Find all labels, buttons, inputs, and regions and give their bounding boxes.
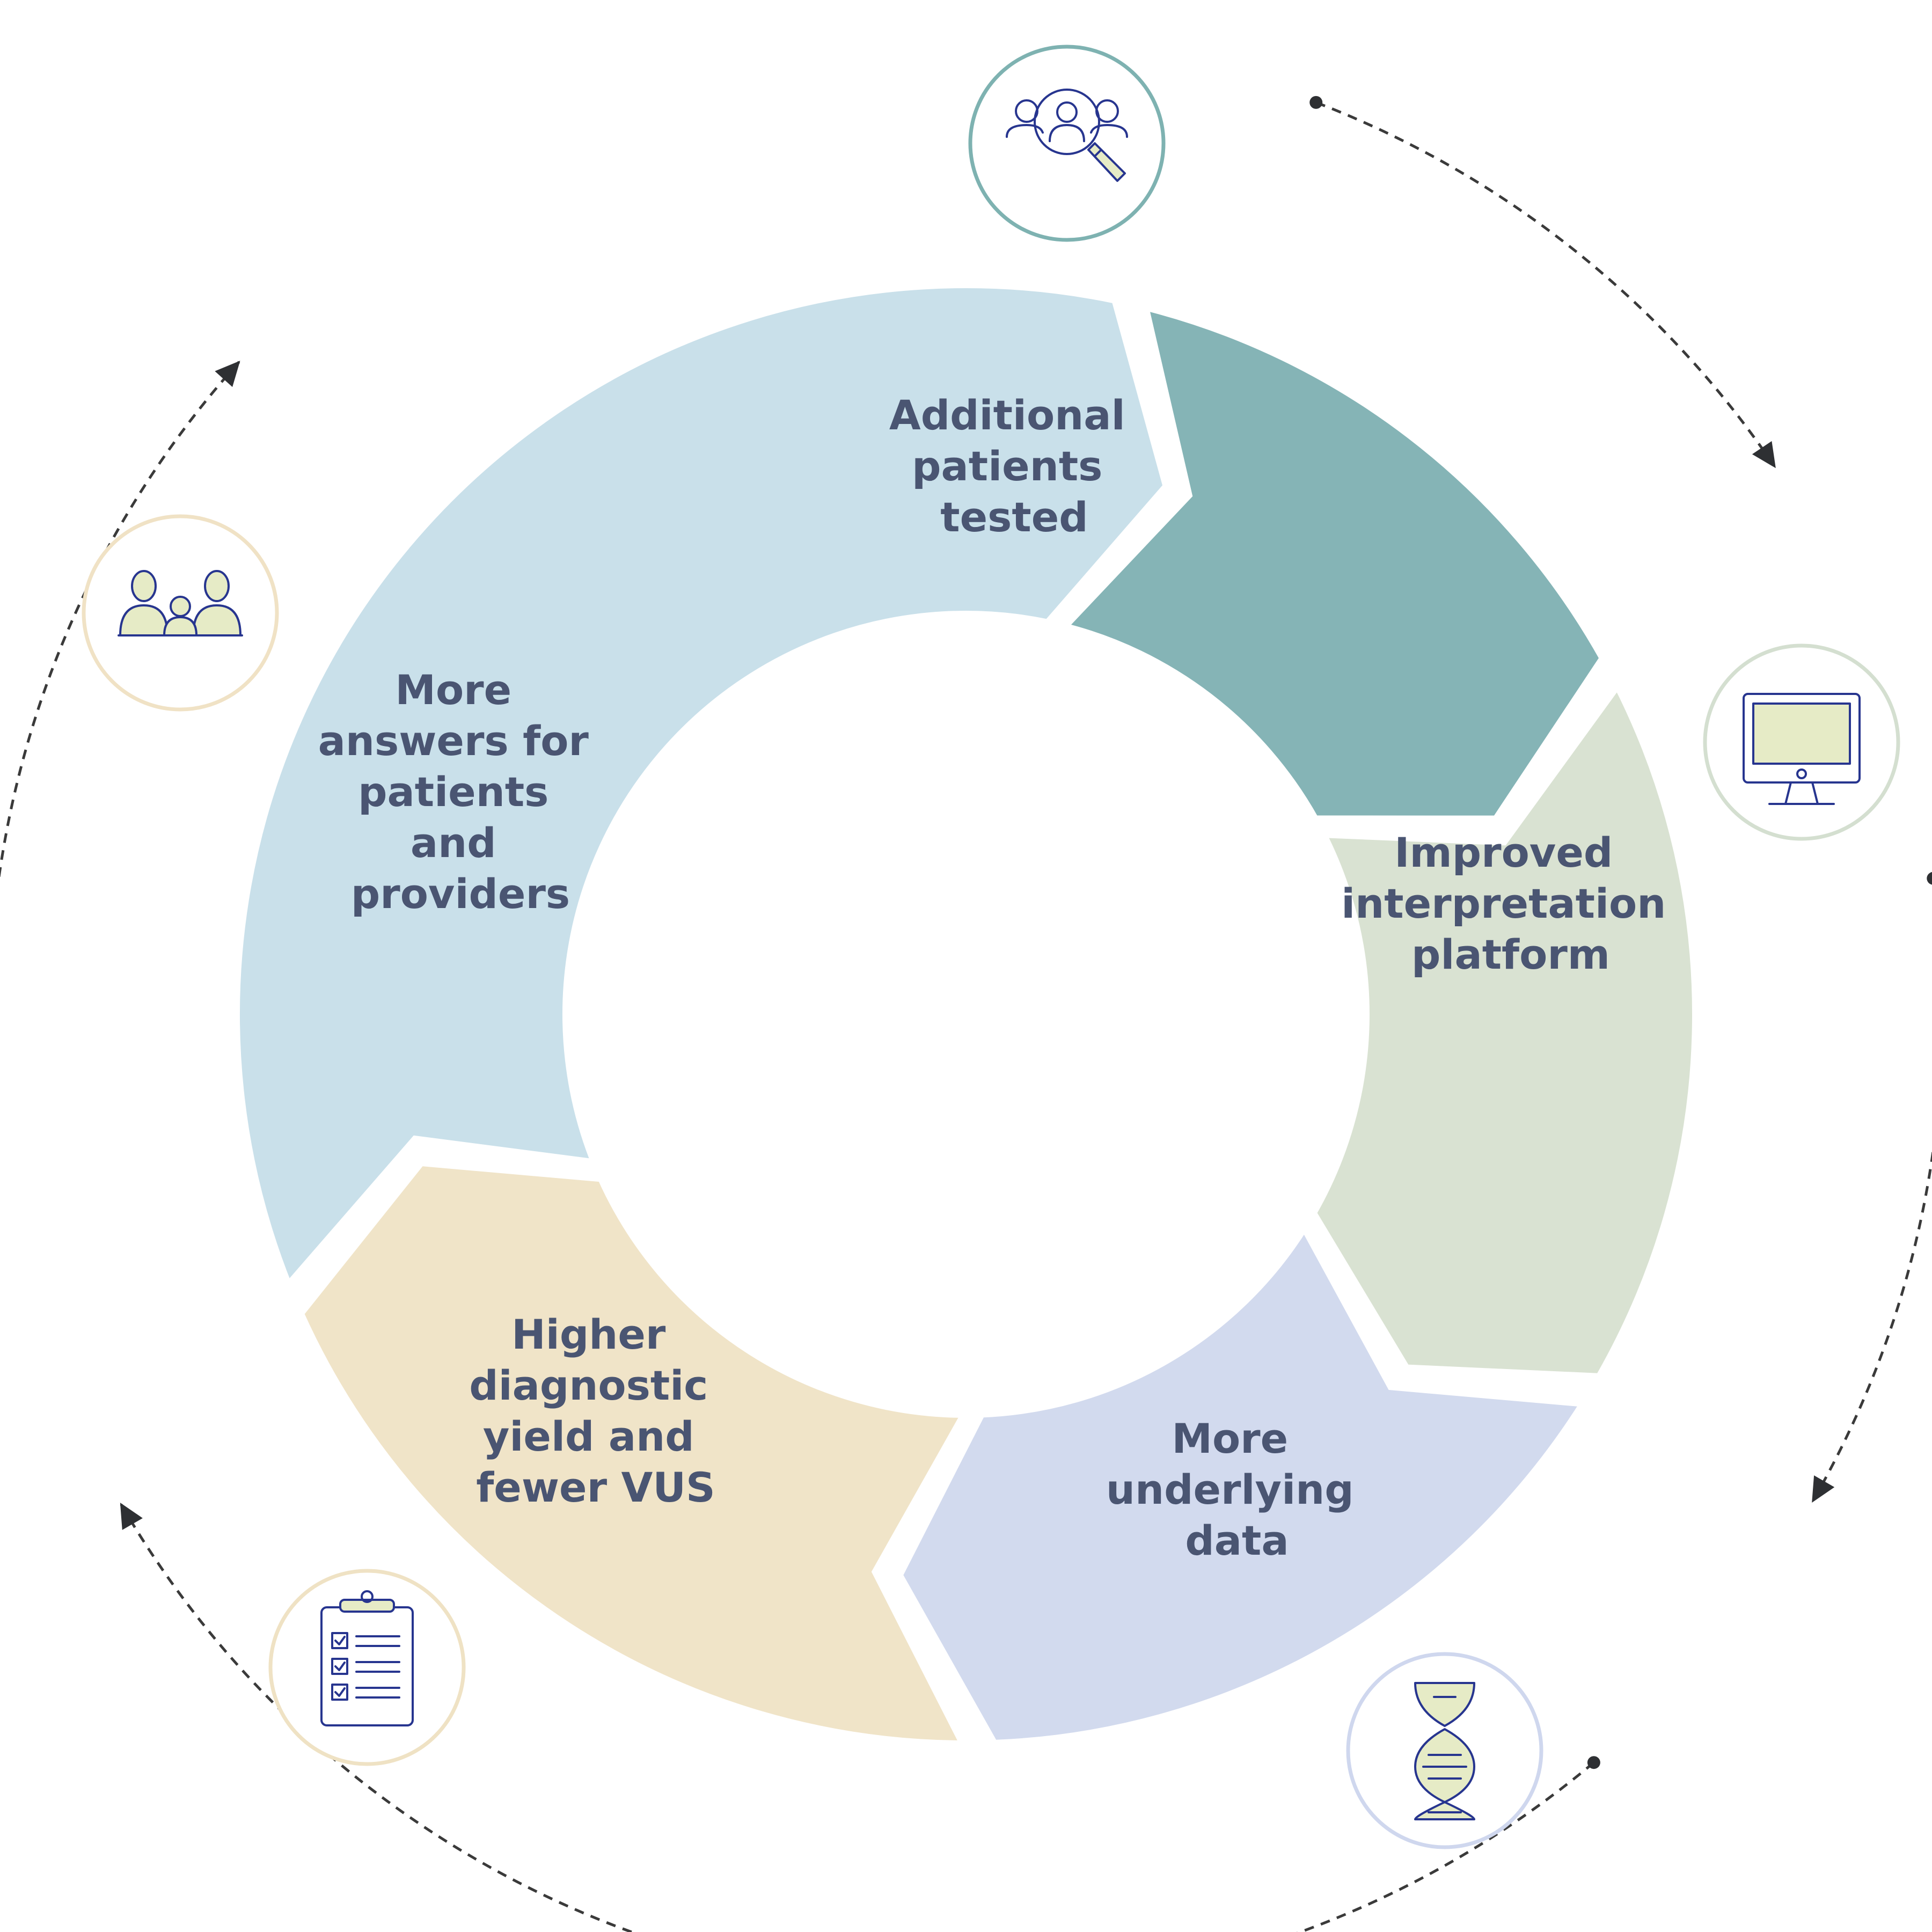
- stage-label-line: Improved: [1394, 829, 1613, 876]
- stage-label-yield: Higher diagnostic yield and fewer VUS: [469, 1311, 722, 1511]
- connector-arc: [1315, 101, 1777, 469]
- stage-label-line: More: [395, 666, 511, 714]
- stage-label-patients: Additional patients tested: [889, 391, 1139, 541]
- stage-label-line: Additional: [889, 391, 1125, 439]
- cycle-connectors: [0, 96, 1932, 1932]
- connector-arrowhead: [215, 361, 240, 387]
- stage-label-line: diagnostic: [469, 1362, 708, 1409]
- stage-label-line: More: [1172, 1415, 1288, 1462]
- family-icon: [82, 514, 279, 712]
- stage-label-answers: More answers for patients and providers: [318, 666, 603, 918]
- stage-icons: [82, 45, 1900, 1849]
- stage-label-line: interpretation: [1341, 880, 1666, 927]
- monitor-icon: [1703, 643, 1900, 841]
- stage-label-line: and: [411, 819, 496, 867]
- stage-label-line: underlying: [1106, 1466, 1354, 1513]
- connector-arrowhead: [1812, 1475, 1835, 1503]
- icon-ring: [968, 45, 1166, 242]
- stage-label-data: More underlying data: [1106, 1415, 1368, 1564]
- icon-ring: [268, 1569, 466, 1766]
- stage-label-platform: Improved interpretation platform: [1341, 829, 1680, 978]
- cycle-labels: Additional patients tested Improved inte…: [318, 391, 1680, 1564]
- stage-label-line: yield and: [483, 1413, 694, 1460]
- connector-start-dot: [1927, 872, 1932, 885]
- connector-arc: [1811, 879, 1932, 1504]
- cycle-segment-answers: [232, 281, 1171, 1293]
- stage-label-line: answers for: [318, 717, 589, 765]
- stage-label-line: patients: [358, 768, 548, 816]
- stage-label-line: Higher: [511, 1311, 666, 1358]
- cycle-segment-patients: [1057, 301, 1608, 823]
- stage-label-line: fewer VUS: [476, 1463, 715, 1511]
- clipboard-checklist-icon: [268, 1569, 466, 1766]
- stage-label-line: patients: [912, 442, 1102, 490]
- stage-label-line: platform: [1411, 931, 1610, 978]
- connector-arrowhead: [1752, 441, 1776, 469]
- cycle-segment-yield: [296, 1158, 971, 1748]
- stage-label-line: data: [1185, 1517, 1289, 1564]
- connector-arc: [0, 360, 241, 880]
- cycle-segment-platform: [1308, 678, 1700, 1381]
- connector-arc: [119, 1502, 636, 1932]
- cycle-segments: [232, 281, 1700, 1748]
- stage-label-line: tested: [940, 493, 1088, 541]
- connector-arrowhead: [120, 1503, 143, 1530]
- dna-icon: [1346, 1652, 1543, 1849]
- cycle-segment-data: [895, 1220, 1590, 1748]
- connector-start-dot: [1309, 96, 1323, 109]
- connector-start-dot: [1587, 1756, 1600, 1769]
- connector-arc: [1296, 1761, 1595, 1932]
- stage-label-line: providers: [351, 870, 570, 918]
- search-people-icon: [968, 45, 1166, 242]
